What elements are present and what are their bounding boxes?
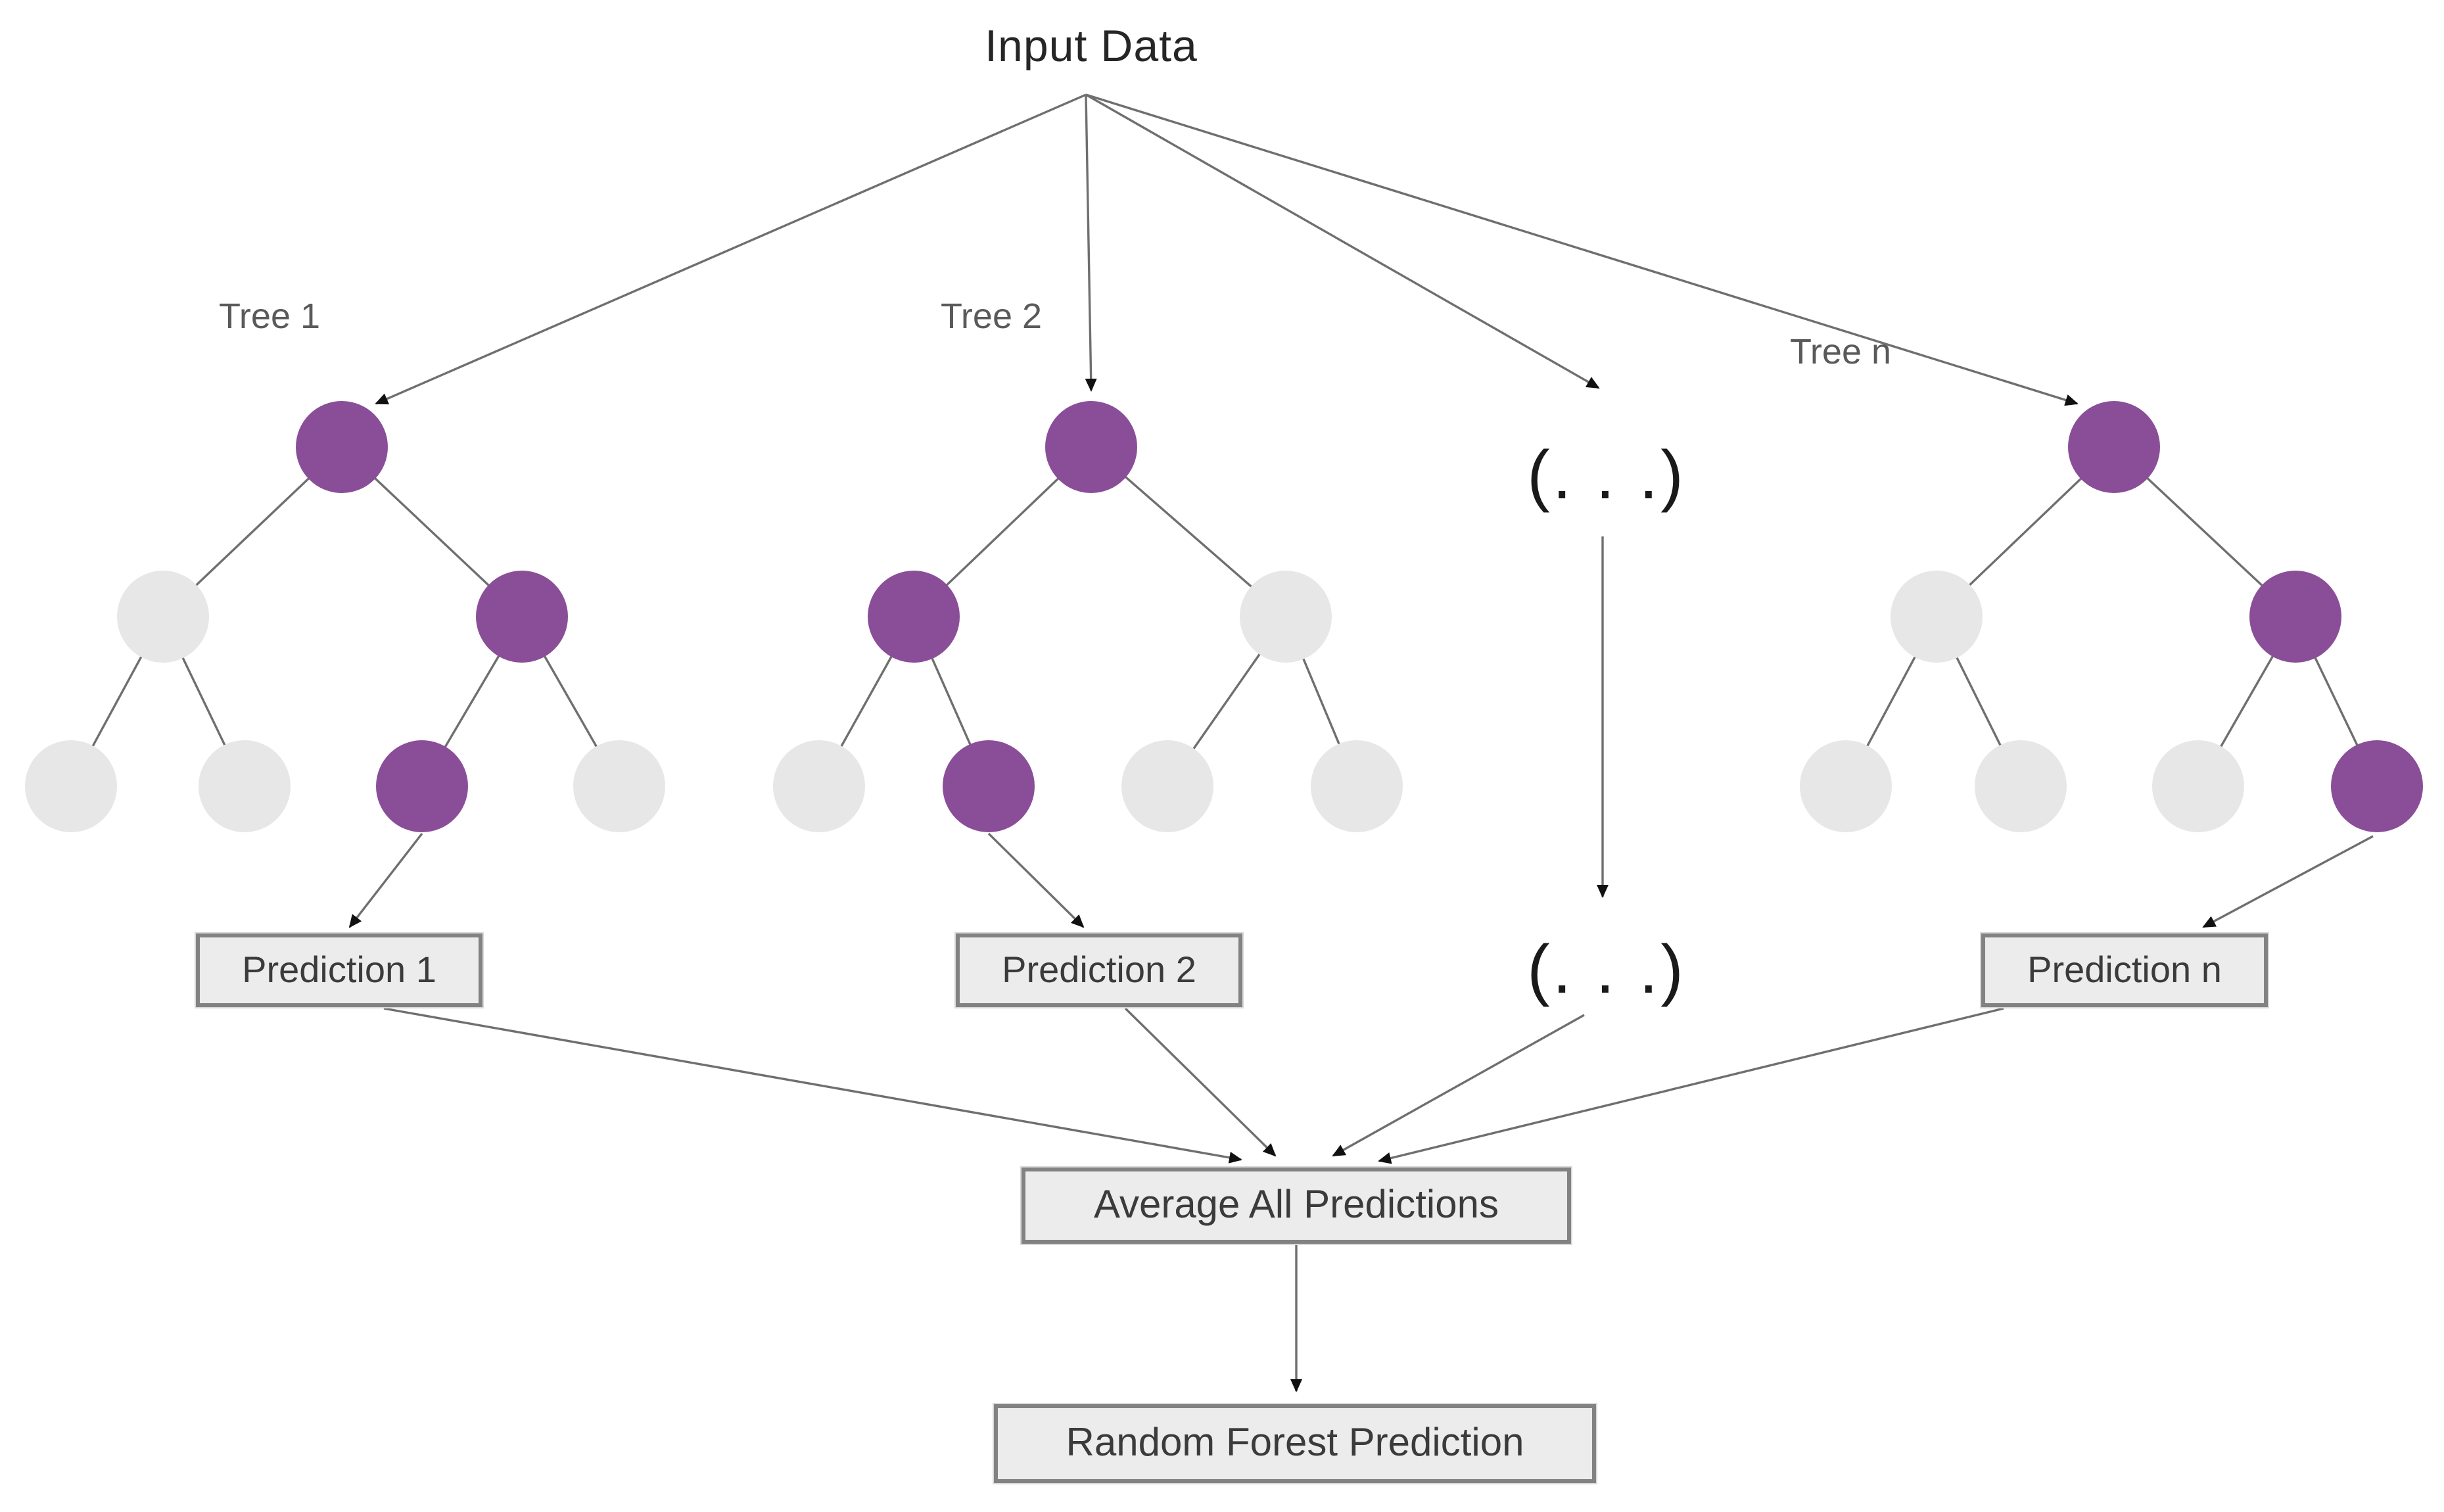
ellipsis-top: (. . .) bbox=[1527, 438, 1686, 514]
tree-n-node-1-unselected bbox=[1891, 571, 1983, 663]
arrows-layer bbox=[348, 93, 2374, 1392]
tree-2-node-3-unselected bbox=[773, 740, 865, 832]
input-arrow-tree-2 bbox=[1085, 94, 1097, 392]
tree-n-node-0-selected bbox=[2068, 401, 2160, 493]
prediction-2-box: Prediction 2 bbox=[956, 933, 1242, 1007]
tree-nodes-layer bbox=[25, 401, 2423, 832]
tree-n-node-4-unselected bbox=[1975, 740, 2067, 832]
tree-1-node-0-selected bbox=[296, 401, 388, 493]
tree-1-node-3-unselected bbox=[25, 740, 117, 832]
tree-2-node-1-selected bbox=[868, 571, 960, 663]
tree-2-node-6-unselected bbox=[1311, 740, 1403, 832]
ellipsis-bottom: (. . .) bbox=[1527, 932, 1686, 1008]
input-arrow-tree-1 bbox=[375, 93, 1087, 405]
tree-n-label: Tree n bbox=[1789, 332, 1892, 371]
input-arrow-ellipsis bbox=[1085, 93, 1600, 389]
tree-n-node-5-unselected bbox=[2152, 740, 2244, 832]
tree-n-node-2-selected bbox=[2249, 571, 2341, 663]
tree-1-node-6-unselected bbox=[573, 740, 665, 832]
tree-n-node-6-selected bbox=[2331, 740, 2423, 832]
tree-1-node-1-unselected bbox=[117, 571, 209, 663]
tree-1-node-2-selected bbox=[476, 571, 568, 663]
merge-arrow-from-prediction-n bbox=[1378, 1007, 2004, 1164]
random-forest-prediction-label: Random Forest Prediction bbox=[1066, 1421, 1524, 1465]
tree-1-label: Tree 1 bbox=[218, 296, 321, 336]
prediction-1-label: Prediction 1 bbox=[242, 949, 436, 990]
prediction-2-label: Prediction 2 bbox=[1002, 949, 1196, 990]
tree-1-prediction-arrow bbox=[348, 832, 423, 928]
merge-arrow-from-ellipsis bbox=[1332, 1014, 1585, 1157]
tree-2-prediction-arrow bbox=[987, 832, 1085, 928]
merge-arrow-from-prediction-2 bbox=[1124, 1007, 1277, 1157]
tree-2-node-2-unselected bbox=[1240, 571, 1332, 663]
tree-2-label: Tree 2 bbox=[940, 296, 1043, 336]
random-forest-prediction-box: Random Forest Prediction bbox=[994, 1404, 1596, 1483]
tree-1-node-5-selected bbox=[376, 740, 468, 832]
average-all-predictions-label: Average All Predictions bbox=[1094, 1183, 1499, 1227]
input-arrow-tree-n bbox=[1085, 93, 2079, 406]
tree-edges-layer bbox=[70, 446, 2378, 787]
tree-1-node-4-unselected bbox=[199, 740, 291, 832]
merge-arrow-from-prediction-1 bbox=[383, 1007, 1242, 1164]
tree-2-node-0-selected bbox=[1045, 401, 1137, 493]
tree-n-prediction-arrow bbox=[2202, 835, 2374, 928]
prediction-n-box: Prediction n bbox=[1981, 933, 2268, 1007]
tree-2-node-5-unselected bbox=[1121, 740, 1213, 832]
tree-n-node-3-unselected bbox=[1800, 740, 1892, 832]
prediction-n-label: Prediction n bbox=[2027, 949, 2222, 990]
tree-2-node-4-selected bbox=[943, 740, 1035, 832]
input-data-label: Input Data bbox=[985, 22, 1198, 72]
prediction-1-box: Prediction 1 bbox=[196, 933, 482, 1007]
average-all-predictions-box: Average All Predictions bbox=[1022, 1168, 1571, 1244]
